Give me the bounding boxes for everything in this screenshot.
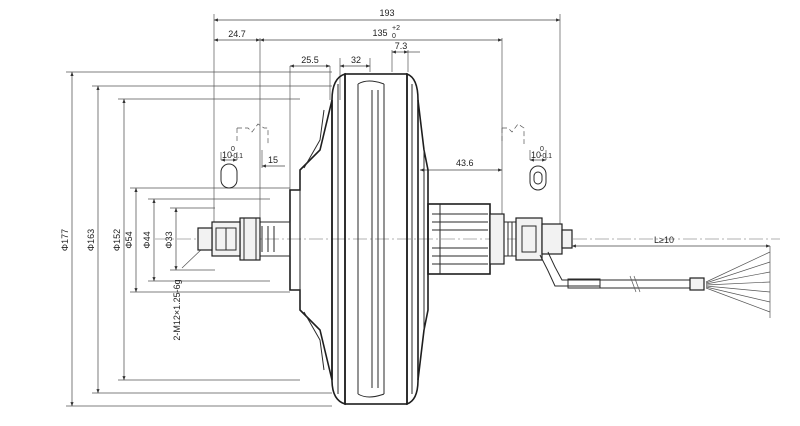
slot-right-width: 10 <box>531 150 541 160</box>
cable-length-label: L≥10 <box>654 235 674 245</box>
slot-left-tol-lower: -0.1 <box>231 153 243 160</box>
dim-135-tol-upper: +2 <box>392 25 400 32</box>
dim-135-label: 135 <box>372 28 387 38</box>
right-axle-assembly <box>427 203 573 275</box>
motor-cable: L≥10 <box>539 235 771 318</box>
slot-left-width: 10 <box>222 150 232 160</box>
slot-right-tol-lower: -0.1 <box>540 153 552 160</box>
dia-177-label: Φ177 <box>60 229 70 251</box>
dim-15-label: 15 <box>268 155 278 165</box>
dia-33-label: Φ33 <box>164 231 174 248</box>
left-dropout-slot: 10 0 -0.1 15 <box>220 123 285 189</box>
dim-32-label: 32 <box>351 55 361 65</box>
dim-25-5-label: 25.5 <box>301 55 319 65</box>
dim-193-label: 193 <box>379 8 394 18</box>
slot-left-tol-upper: 0 <box>231 146 235 153</box>
dim-43-6-label: 43.6 <box>456 158 474 168</box>
dim-24-7-label: 24.7 <box>228 29 246 39</box>
slot-right-tol-upper: 0 <box>540 146 544 153</box>
right-dropout-slot: 10 0 -0.1 43.6 <box>419 123 552 191</box>
dim-7-3-label: 7.3 <box>395 41 408 51</box>
thread-label: 2-M12×1.25-6g <box>172 279 182 340</box>
dia-44-label: Φ44 <box>142 231 152 248</box>
dia-152-label: Φ152 <box>112 229 122 251</box>
dia-163-label: Φ163 <box>86 229 96 251</box>
dia-54-label: Φ54 <box>124 231 134 248</box>
top-dimensions: 193 24.7 135 +2 0 7.3 32 25.5 <box>213 8 561 238</box>
dim-135-tol-lower: 0 <box>392 33 396 40</box>
left-diameter-dimensions: Φ177 Φ163 Φ152 Φ54 Φ44 Φ33 2-M12×1.25-6g <box>60 71 332 407</box>
left-axle-assembly <box>197 217 291 261</box>
